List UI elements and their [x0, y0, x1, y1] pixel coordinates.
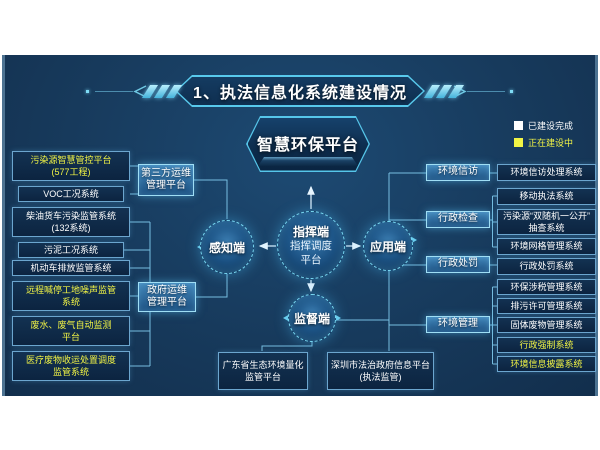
list-item-discharge-permit: 排污许可管理系统 — [497, 298, 596, 314]
banner-slashes-right — [423, 85, 465, 98]
node-command: 指挥端 指挥调度 平台 — [277, 211, 345, 279]
list-item-info-disclosure: 环境信息披露系统 — [497, 356, 596, 372]
node-supervision-label: 监督端 — [293, 311, 330, 326]
legend: 已建设完成 正在建设中 — [514, 119, 573, 149]
decor-dot — [86, 90, 89, 93]
list-item-env-tax-system: 环保涉税管理系统 — [497, 279, 596, 295]
legend-label: 正在建设中 — [528, 138, 574, 148]
list-item-complaint-system: 环境信访处理系统 — [497, 164, 596, 181]
list-item-auto-monitoring-platform: 废水、废气自动监测 平台 — [12, 316, 130, 346]
list-item-pollution-source-platform: 污染源智慧管控平台 (577工程) — [12, 151, 130, 181]
list-item-vehicle-emission-system: 机动车排放监管系统 — [12, 260, 130, 276]
third-party-ops-platform: 第三方运维 管理平台 — [138, 164, 194, 196]
banner-slashes-left — [141, 85, 183, 98]
list-item-diesel-truck-system: 柴油货车污染监管系统 (132系统) — [12, 207, 130, 237]
legend-item-completed: 已建设完成 — [514, 119, 573, 132]
node-application: 应用端 — [363, 221, 413, 271]
node-perception-label: 感知端 — [208, 240, 245, 255]
category-penalty: 行政处罚 — [426, 256, 490, 273]
panel-left-edge — [2, 55, 5, 396]
category-env-management: 环境管理 — [426, 316, 490, 333]
node-perception: 感知端 — [200, 220, 254, 274]
list-item-grid-management: 环境网格管理系统 — [497, 238, 596, 255]
list-item-site-noise-system: 远程喊停工地噪声监管 系统 — [12, 281, 130, 311]
list-item-penalty-system: 行政处罚系统 — [497, 258, 596, 275]
list-item-shenzhen-platform: 深圳市法治政府信息平台 (执法监管) — [327, 352, 434, 390]
decor-dot — [510, 90, 513, 93]
legend-swatch-in-progress — [514, 138, 523, 147]
list-item-mobile-enforcement: 移动执法系统 — [497, 188, 596, 205]
category-inspection: 行政检查 — [426, 211, 490, 228]
node-command-sublabel: 指挥调度 平台 — [290, 240, 332, 266]
platform-badge-label: 智慧环保平台 — [256, 136, 359, 154]
legend-swatch-completed — [514, 121, 523, 130]
platform-pedestal — [258, 157, 358, 166]
node-supervision: 监督端 — [288, 294, 336, 342]
legend-item-in-progress: 正在建设中 — [514, 136, 573, 149]
list-item-guangdong-platform: 广东省生态环境量化 监管平台 — [218, 352, 308, 390]
node-command-label: 指挥端 — [292, 225, 329, 240]
title-banner: 1、执法信息化系统建设情况 — [175, 75, 425, 107]
list-item-sludge-system: 污泥工况系统 — [18, 242, 124, 258]
list-item-random-check-system: 污染源“双随机一公开” 抽查系统 — [497, 209, 596, 235]
government-ops-platform: 政府运维 管理平台 — [138, 282, 196, 312]
category-complaints: 环境信访 — [426, 164, 490, 181]
list-item-solid-waste: 固体废物管理系统 — [497, 317, 596, 333]
list-item-admin-compulsion: 行政强制系统 — [497, 337, 596, 353]
node-application-label: 应用端 — [369, 239, 406, 254]
list-item-medical-waste-system: 医疗废物收运处置调度 监管系统 — [12, 351, 130, 381]
legend-label: 已建设完成 — [528, 121, 574, 131]
list-item-voc-system: VOC工况系统 — [18, 186, 124, 202]
panel-right-edge — [595, 55, 598, 396]
page-title: 1、执法信息化系统建设情况 — [193, 85, 407, 102]
